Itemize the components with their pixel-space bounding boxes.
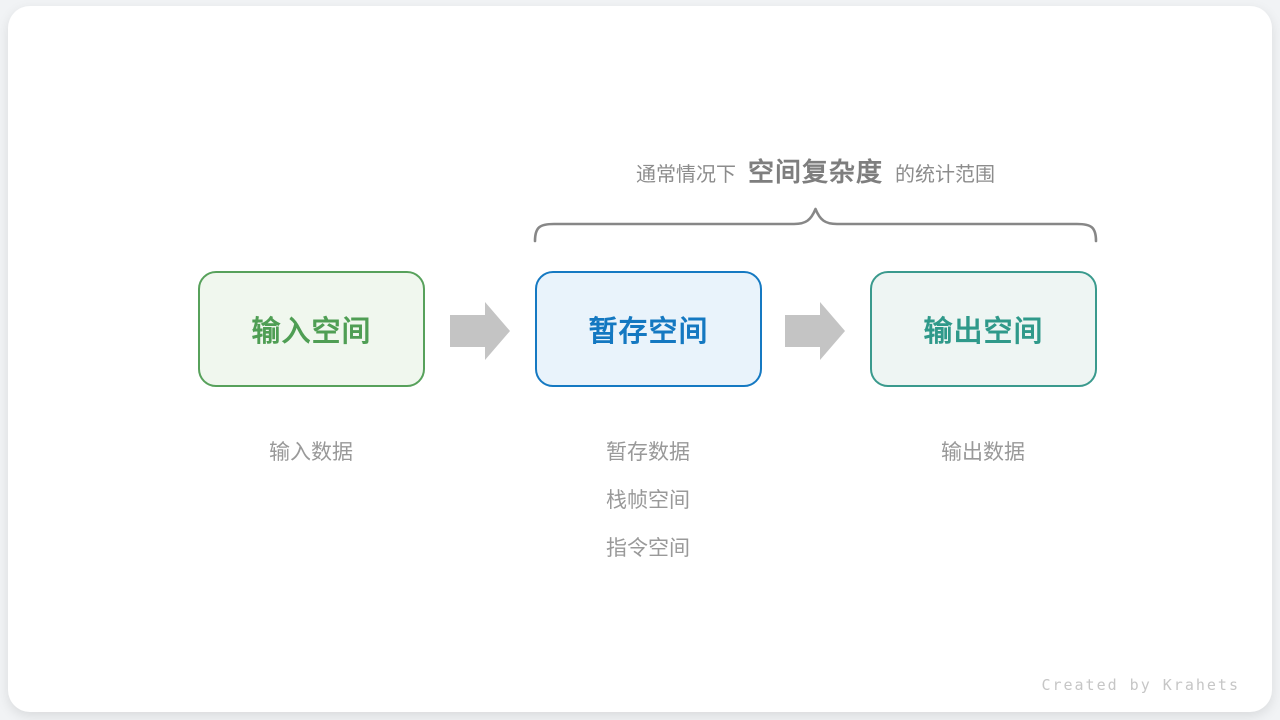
annotation-input: 输入数据 bbox=[161, 429, 461, 477]
scope-caption-suffix: 的统计范围 bbox=[895, 164, 995, 186]
annotation-temp: 暂存数据 栈帧空间 指令空间 bbox=[498, 429, 798, 573]
annotation-line: 暂存数据 bbox=[606, 441, 690, 464]
box-input-space: 输入空间 bbox=[198, 271, 425, 387]
scope-caption-prefix: 通常情况下 bbox=[635, 164, 736, 186]
curly-brace-icon bbox=[533, 207, 1098, 243]
scope-caption: 通常情况下空间复杂度的统计范围 bbox=[533, 152, 1098, 192]
annotation-line: 输入数据 bbox=[269, 441, 353, 464]
scope-caption-term: 空间复杂度 bbox=[747, 157, 883, 187]
box-temp-space: 暂存空间 bbox=[535, 271, 762, 387]
box-input-space-label: 输入空间 bbox=[251, 316, 372, 348]
diagram-card: 通常情况下空间复杂度的统计范围 输入空间 暂存空间 输出空间 输入数据 暂存数据… bbox=[8, 6, 1272, 712]
credit-text: Created by Krahets bbox=[1041, 676, 1240, 694]
box-output-space: 输出空间 bbox=[870, 271, 1097, 387]
annotation-line: 输出数据 bbox=[941, 441, 1025, 464]
box-output-space-label: 输出空间 bbox=[923, 316, 1044, 348]
annotation-line: 指令空间 bbox=[606, 537, 690, 560]
arrow-right-icon bbox=[785, 302, 845, 360]
arrow-right-icon bbox=[450, 302, 510, 360]
box-temp-space-label: 暂存空间 bbox=[588, 316, 709, 348]
annotation-output: 输出数据 bbox=[833, 429, 1133, 477]
annotation-line: 栈帧空间 bbox=[606, 489, 690, 512]
